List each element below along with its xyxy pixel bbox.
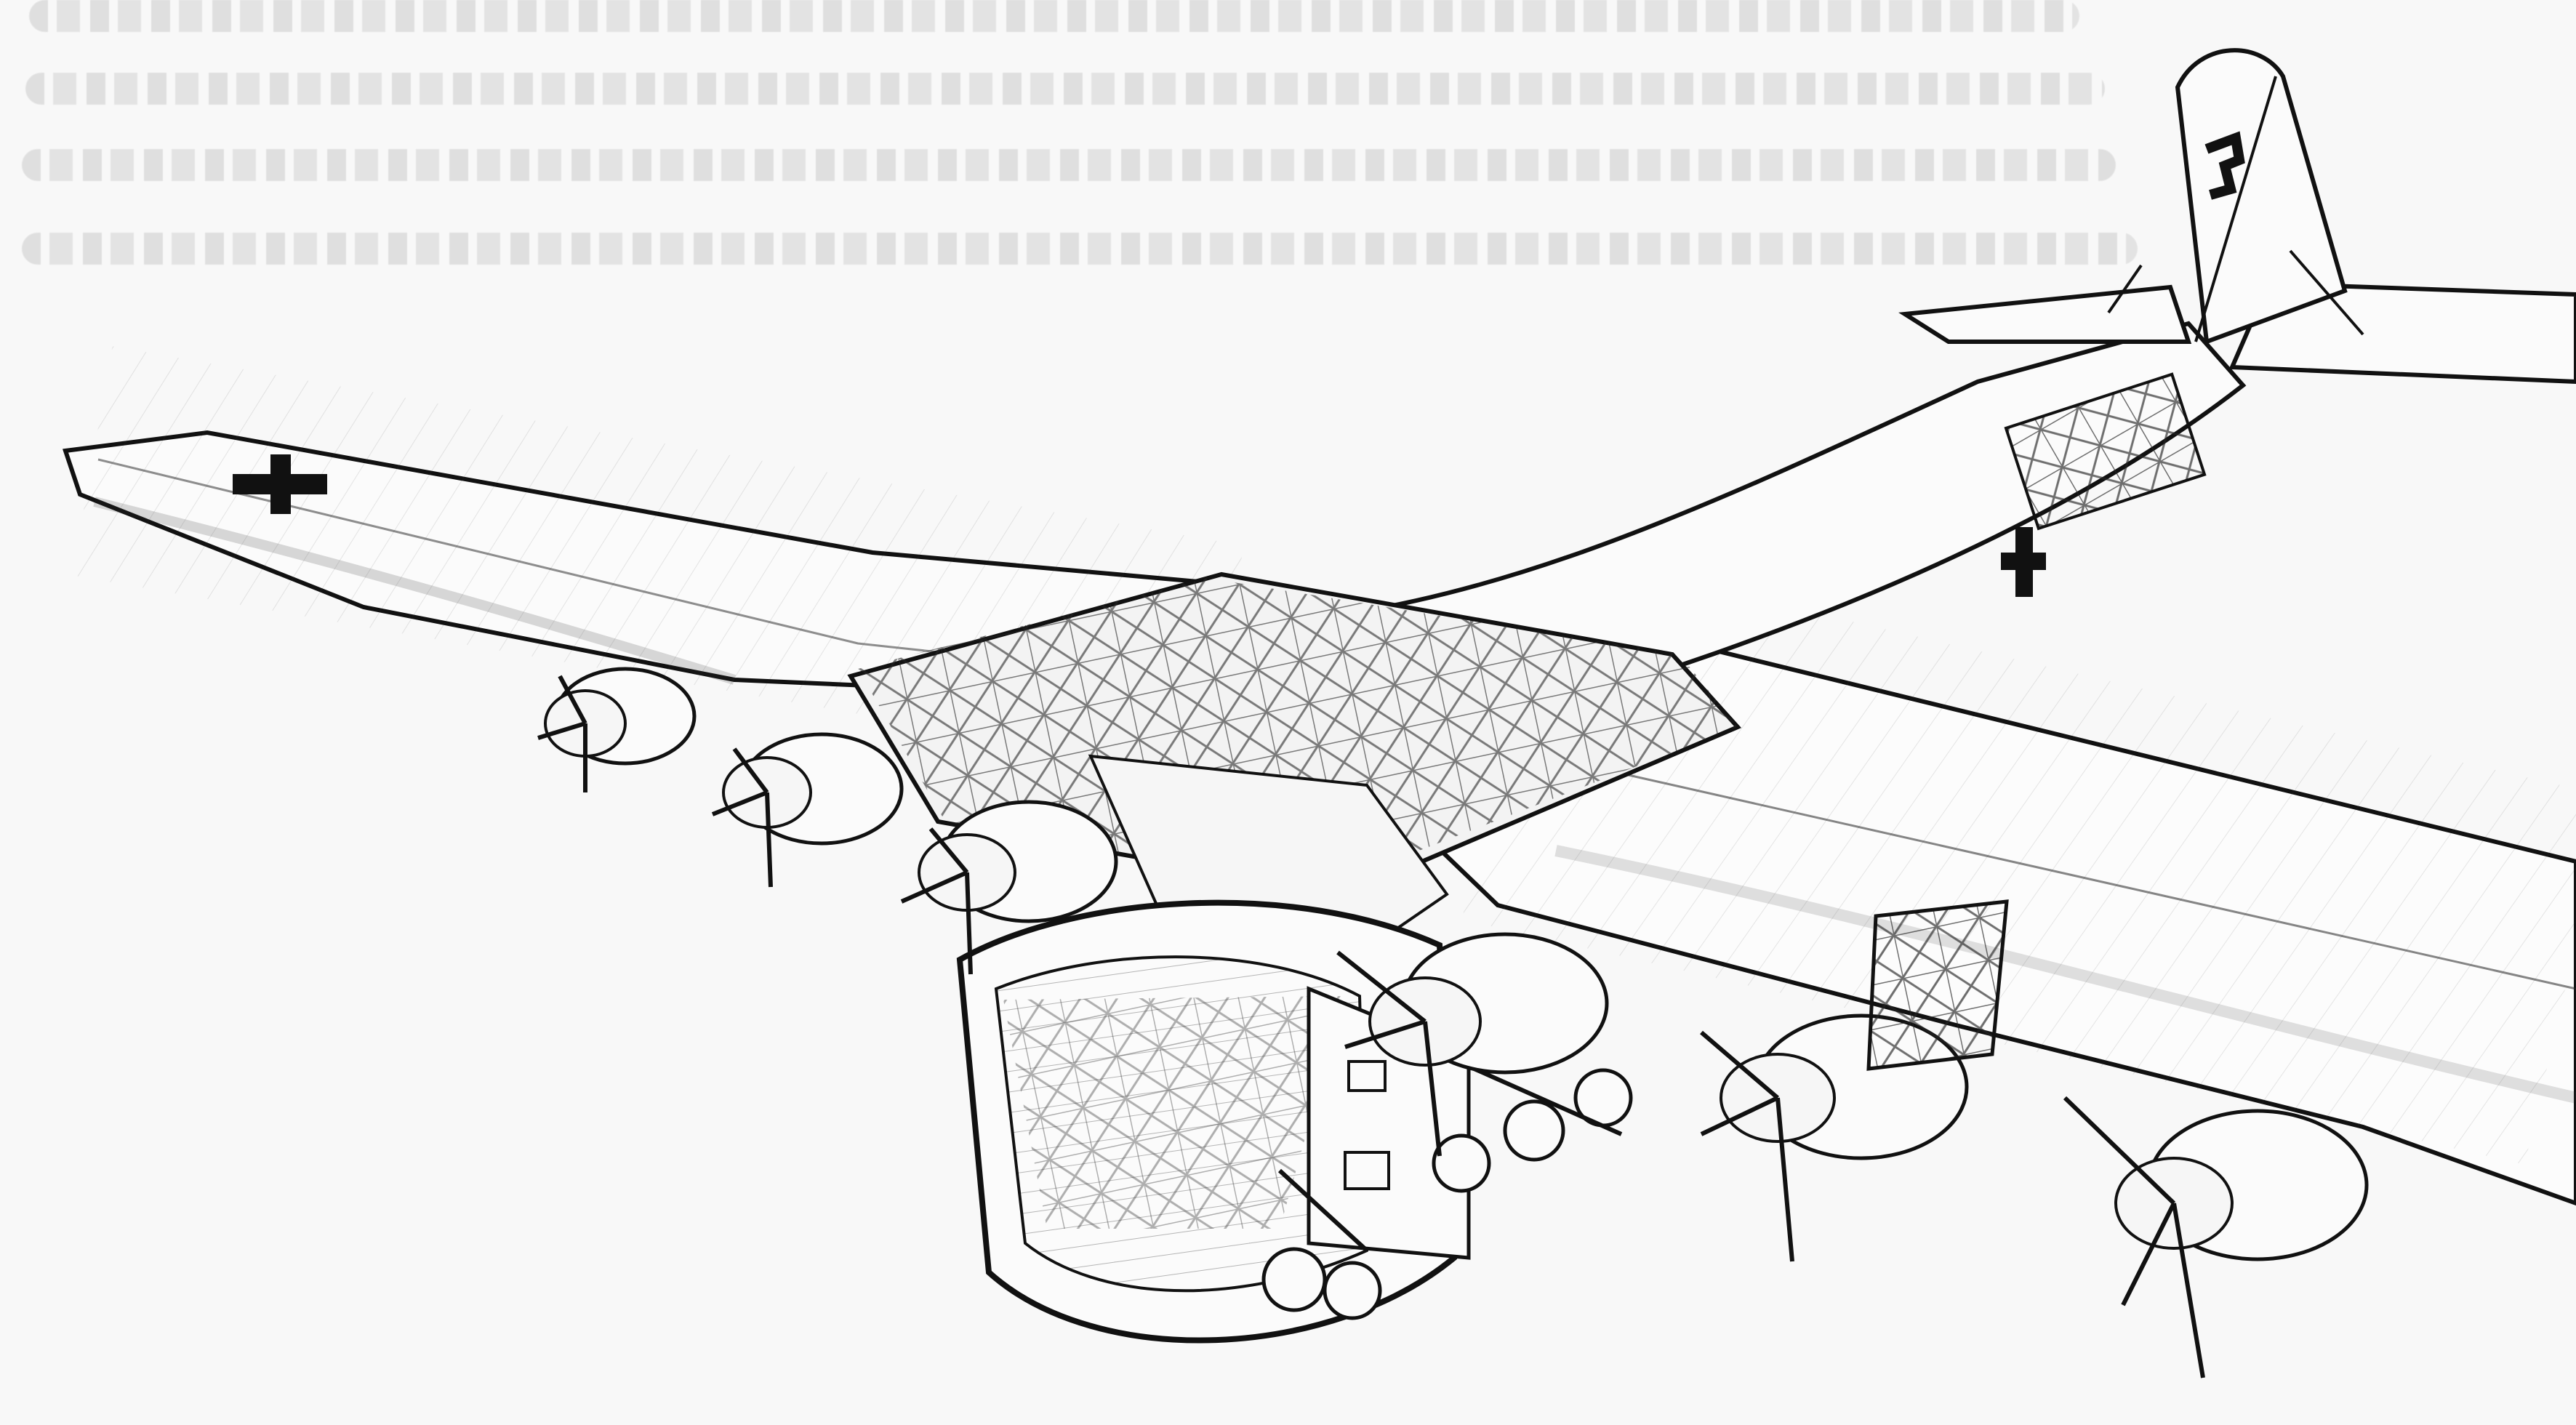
engine-nacelle-6: [2063, 1096, 2369, 1378]
wing-cross-insignia: [233, 454, 327, 514]
engine-nacelle-2: [711, 732, 904, 888]
engine-nacelle-1: [537, 667, 697, 792]
tail-swastika-insignia: [2204, 131, 2245, 200]
fuselage-cross-insignia: [2001, 527, 2046, 597]
nose-cargo-section: [956, 899, 1471, 1344]
landing-gear: [1261, 1045, 1633, 1320]
engine-nacelle-4: [1336, 932, 1609, 1157]
engine-nacelle-3: [900, 800, 1118, 975]
engine-nacelle-5: [1700, 899, 2009, 1262]
tailplane: [1898, 48, 2576, 385]
